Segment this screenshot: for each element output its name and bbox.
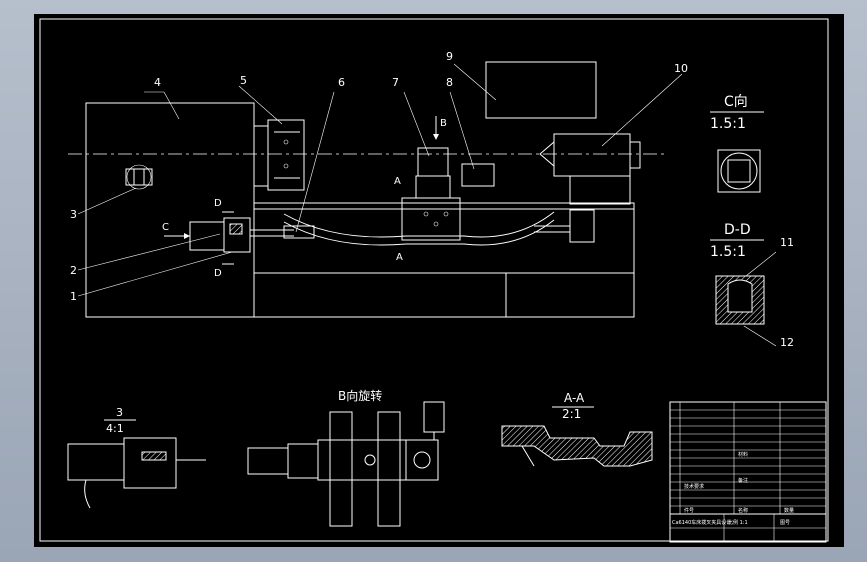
tb-row-6: 材料 bbox=[738, 451, 748, 458]
detail3-cable bbox=[84, 479, 91, 509]
drawing-sheet[interactable]: C D D B A A 4 5 6 7 8 9 bbox=[34, 14, 844, 547]
chuck-bolt-2 bbox=[283, 163, 289, 169]
part-label-11: 11 bbox=[780, 236, 794, 249]
c-view-square bbox=[717, 149, 761, 193]
carriage-hole-3 bbox=[443, 211, 449, 217]
b-rot-post-1 bbox=[329, 411, 353, 527]
tb-drawing-name: Ca6140车床拨叉夹具设计 bbox=[672, 519, 731, 526]
tailstock-base bbox=[569, 175, 631, 205]
part-label-9: 9 bbox=[446, 50, 453, 63]
tailstock-handle bbox=[629, 141, 641, 169]
arrow-d-top-label: D bbox=[214, 198, 222, 209]
arrow-c-label: C bbox=[162, 222, 169, 233]
detail3-title: 3 bbox=[116, 406, 123, 419]
arrow-a-bottom-label: A bbox=[396, 252, 403, 263]
leaders bbox=[77, 63, 777, 347]
c-view-scale: 1.5:1 bbox=[710, 116, 746, 132]
b-rot-top-block bbox=[423, 401, 445, 433]
carriage bbox=[401, 197, 461, 241]
headstock-body bbox=[85, 102, 255, 318]
motor bbox=[461, 163, 495, 187]
tb-row-3: 件号 bbox=[684, 507, 694, 514]
detail3-circle bbox=[126, 164, 152, 190]
carriage-top bbox=[415, 175, 451, 199]
tb-row-4: 名称 bbox=[738, 507, 748, 514]
detail3-scale: 4:1 bbox=[106, 422, 124, 435]
chuck-back bbox=[253, 125, 269, 187]
inner-frame bbox=[39, 18, 829, 542]
aa-edge bbox=[521, 445, 535, 467]
aa-section bbox=[501, 425, 653, 467]
title-block[interactable]: 备注 技术要求 件号 名称 数量 材料 Ca6140车床拨叉夹具设计 比例 1:… bbox=[669, 401, 827, 543]
clamp-hatch bbox=[229, 223, 243, 235]
carriage-hole-1 bbox=[423, 211, 429, 217]
workpiece-rod bbox=[283, 225, 315, 239]
part-label-8: 8 bbox=[446, 76, 453, 89]
carriage-hole-2 bbox=[433, 221, 439, 227]
tailstock bbox=[553, 133, 631, 177]
tailstock-center bbox=[539, 140, 555, 168]
b-rot-motor bbox=[247, 447, 289, 475]
clamp-head bbox=[223, 217, 251, 253]
title-block-grid bbox=[670, 402, 826, 542]
tb-row-5: 数量 bbox=[784, 507, 794, 514]
dd-section bbox=[715, 275, 765, 325]
aa-scale: 2:1 bbox=[562, 407, 581, 421]
b-rot-hole bbox=[364, 454, 376, 466]
arrow-d-bottom-label: D bbox=[214, 268, 222, 279]
guide-curve-top bbox=[283, 211, 555, 238]
arrow-a-top-label: A bbox=[394, 176, 401, 187]
machine-bed bbox=[253, 202, 635, 318]
tb-drawing-number: 图号 bbox=[780, 520, 790, 526]
control-box bbox=[485, 61, 597, 119]
title-block-frame bbox=[669, 401, 827, 543]
b-rot-clamp-circle bbox=[413, 451, 431, 469]
b-arrow-head bbox=[433, 134, 439, 140]
part-label-2: 2 bbox=[70, 264, 77, 277]
b-rot-post-2 bbox=[377, 411, 401, 527]
part-label-7: 7 bbox=[392, 76, 399, 89]
c-view-circle bbox=[720, 152, 758, 190]
dd-scale: 1.5:1 bbox=[710, 244, 746, 260]
clamp-body bbox=[189, 221, 225, 251]
detail3-hatch bbox=[141, 451, 167, 461]
tb-scale: 比例 1:1 bbox=[728, 519, 748, 526]
chuck-body bbox=[267, 119, 305, 191]
aa-title: A-A bbox=[564, 391, 585, 405]
part-label-10: 10 bbox=[674, 62, 688, 75]
detail3-body bbox=[67, 443, 125, 481]
part-label-3: 3 bbox=[70, 208, 77, 221]
part-label-5: 5 bbox=[240, 74, 247, 87]
b-rot-clamp bbox=[405, 439, 439, 481]
part-label-12: 12 bbox=[780, 336, 794, 349]
c-view-inner bbox=[727, 159, 751, 183]
right-clamp bbox=[569, 209, 595, 243]
b-rot-title: B向旋转 bbox=[338, 388, 382, 403]
dd-title: D-D bbox=[724, 222, 751, 238]
part-label-1: 1 bbox=[70, 290, 77, 303]
detail3-part bbox=[125, 168, 153, 186]
c-view-title: C向 bbox=[724, 94, 748, 110]
b-rot-coupling bbox=[287, 443, 319, 479]
detail3-housing bbox=[123, 437, 177, 489]
guide-curve-bottom bbox=[283, 219, 555, 246]
part-label-6: 6 bbox=[338, 76, 345, 89]
part-label-4: 4 bbox=[154, 76, 161, 89]
drawing-canvas[interactable]: C D D B A A 4 5 6 7 8 9 bbox=[34, 14, 844, 547]
chuck-bolt-1 bbox=[283, 139, 289, 145]
fixture-block bbox=[417, 147, 449, 177]
c-arrow-head bbox=[184, 233, 190, 239]
tb-row-1: 备注 bbox=[738, 477, 748, 484]
tb-row-2: 技术要求 bbox=[684, 483, 704, 490]
arrow-b-label: B bbox=[440, 118, 447, 129]
